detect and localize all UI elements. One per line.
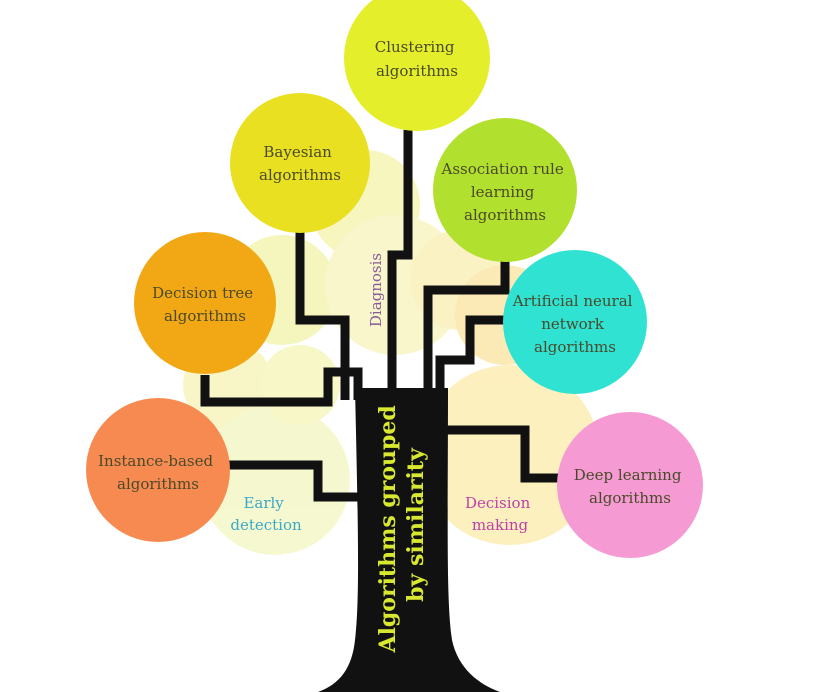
svg-text:Clustering algorithms: Clustering algorithms — [375, 38, 460, 80]
trunk-label: Algorithms grouped by similarity — [375, 398, 429, 654]
svg-text:Artificial neural networ: Artificial neural network algorithms — [512, 292, 637, 356]
region-label-decision-making: Decision making — [465, 494, 535, 534]
node-clustering: Clustering algorithms — [344, 0, 490, 131]
canopy-background — [183, 150, 600, 555]
svg-text:Bayesian algorithms: Bayesian algorithms — [259, 143, 341, 184]
node-deep-learning: Deep learning algorithms — [557, 412, 703, 558]
svg-text:Instance-based algorithm: Instance-based algorithms — [98, 452, 218, 493]
trunk — [318, 388, 500, 692]
branches — [200, 130, 560, 502]
svg-text:Deep learning algorithms: Deep learning algorithms — [574, 466, 686, 507]
svg-text:Decision tree algorithms: Decision tree algorithms — [152, 284, 258, 325]
node-artificial-neural-network: Artificial neural network algorithms — [503, 250, 647, 394]
node-instance-based: Instance-based algorithms — [86, 398, 230, 542]
node-decision-tree: Decision tree algorithms — [134, 232, 276, 374]
region-label-early-detection: Early detection — [230, 494, 302, 534]
node-association-rule: Association rule learning algorithms — [433, 118, 577, 262]
svg-text:Association rule learnin: Association rule learning algorithms — [441, 160, 569, 224]
node-bayesian: Bayesian algorithms — [230, 93, 370, 233]
region-label-diagnosis: Diagnosis — [367, 253, 385, 327]
